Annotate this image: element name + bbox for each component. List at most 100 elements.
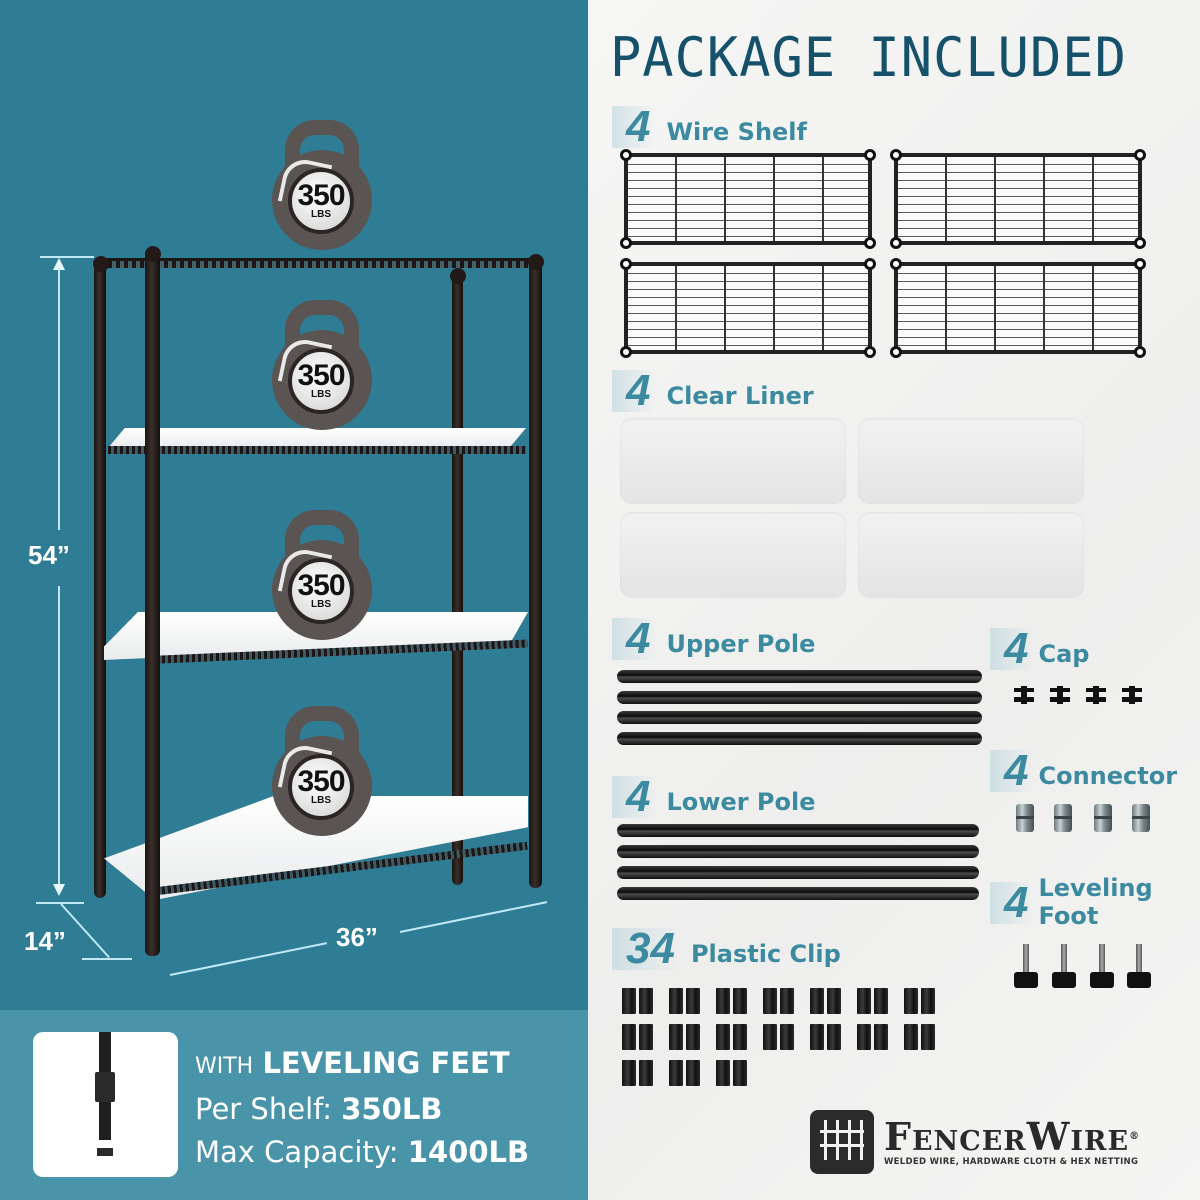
- item-quantity: 4: [612, 369, 657, 413]
- wire-shelf-icon: [620, 258, 876, 358]
- plastic-clip-icon: [857, 1024, 871, 1050]
- plastic-clip-icon: [763, 988, 777, 1014]
- plastic-clip-icon: [780, 1024, 794, 1050]
- plastic-clip-icon: [874, 988, 888, 1014]
- item-label: Connector: [1038, 762, 1178, 790]
- plastic-clip-icon: [669, 988, 683, 1014]
- plastic-clip-icon: [669, 1024, 683, 1050]
- plastic-clip-icon: [763, 1024, 777, 1050]
- shelf-wire-2: [108, 446, 526, 454]
- depth-dim-tick: [82, 958, 132, 960]
- connector-icon: [1094, 804, 1112, 832]
- item-leveling-foot: 4 Leveling Foot: [990, 874, 1168, 932]
- item-wire-shelf: 4 Wire Shelf: [612, 105, 807, 149]
- weight-unit: LBS: [311, 795, 331, 806]
- item-quantity: 4: [990, 749, 1035, 793]
- weight-value: 350: [297, 765, 345, 798]
- feature-per-shelf: Per Shelf: 350LB: [195, 1088, 529, 1131]
- plastic-clip-icon: [669, 1060, 683, 1086]
- plastic-clip-icon: [733, 988, 747, 1014]
- item-upper-pole: 4 Upper Pole: [612, 617, 816, 661]
- plastic-clip-icon: [733, 1024, 747, 1050]
- item-connector: 4 Connector: [990, 749, 1178, 793]
- item-label: Wire Shelf: [666, 118, 807, 146]
- plastic-clip-icon: [857, 988, 871, 1014]
- leveling-foot-icon: [1127, 944, 1151, 990]
- arrow-down-icon: [53, 884, 65, 896]
- plastic-clip-icon: [622, 1060, 636, 1086]
- lower-pole-icon: [617, 866, 979, 879]
- plastic-clip-icon: [686, 1060, 700, 1086]
- item-cap: 4 Cap: [990, 627, 1089, 671]
- clear-liner-icon: [858, 418, 1084, 504]
- plastic-clip-icon: [716, 1024, 730, 1050]
- plastic-clip-icon: [716, 1060, 730, 1086]
- height-dim-line: [58, 586, 60, 886]
- clear-liner-icon: [620, 512, 846, 598]
- plastic-clip-icon: [639, 988, 653, 1014]
- feature-list: WITH LEVELING FEET Per Shelf: 350LB Max …: [195, 1042, 529, 1174]
- connector-icon: [1016, 804, 1034, 832]
- weight-value: 350: [297, 359, 345, 392]
- plastic-clip-icon: [639, 1024, 653, 1050]
- lower-pole-icon: [617, 887, 979, 900]
- top-wire-shelf: [100, 258, 540, 268]
- plastic-clip-icon: [686, 988, 700, 1014]
- lower-pole-icon: [617, 824, 979, 837]
- item-quantity: 34: [612, 927, 681, 971]
- height-dim-line: [58, 268, 60, 530]
- width-dim-line: [399, 901, 548, 933]
- wire-shelf-icon: [890, 258, 1146, 358]
- leveling-foot-icon: [1052, 944, 1076, 990]
- height-dim-bottom-tick: [36, 902, 84, 904]
- per-shelf-value: 350LB: [341, 1092, 443, 1126]
- wire-shelf-icon: [620, 149, 876, 249]
- leveling-foot-icon: [1014, 944, 1038, 990]
- plastic-clip-icon: [921, 988, 935, 1014]
- feature-max-capacity: Max Capacity: 1400LB: [195, 1131, 529, 1174]
- pole-cap: [528, 254, 544, 270]
- plastic-clip-icon: [716, 988, 730, 1014]
- item-label: Lower Pole: [666, 788, 816, 816]
- max-capacity-value: 1400LB: [407, 1135, 530, 1169]
- upper-pole-icon: [617, 711, 982, 724]
- pole-front-left: [145, 248, 160, 956]
- upper-pole-icon: [617, 691, 982, 704]
- item-clear-liner: 4 Clear Liner: [612, 369, 814, 413]
- item-label: Upper Pole: [666, 630, 816, 658]
- weight-unit: LBS: [311, 209, 331, 220]
- item-label: Clear Liner: [666, 382, 814, 410]
- depth-dim-line: [60, 903, 110, 959]
- plastic-clip-icon: [810, 1024, 824, 1050]
- per-shelf-label: Per Shelf:: [195, 1092, 333, 1126]
- connector-icon: [1054, 804, 1072, 832]
- weight-unit: LBS: [311, 389, 331, 400]
- cap-icon: [1014, 686, 1034, 704]
- clear-liner-icon: [858, 512, 1084, 598]
- item-quantity: 4: [612, 775, 657, 819]
- feature-leveling-feet: WITH LEVELING FEET: [195, 1042, 529, 1088]
- plastic-clip-icon: [921, 1024, 935, 1050]
- height-dimension-label: 54”: [28, 540, 70, 570]
- plastic-clip-icon: [622, 1024, 636, 1050]
- shelf-liner-2: [108, 428, 526, 448]
- pole-front-right: [529, 256, 542, 888]
- max-capacity-label: Max Capacity:: [195, 1135, 399, 1169]
- registered-mark: ®: [1129, 1131, 1141, 1142]
- leveling-foot-icon: [33, 1032, 178, 1177]
- plastic-clip-icon: [733, 1060, 747, 1086]
- connector-icon: [1132, 804, 1150, 832]
- plastic-clip-icon: [827, 1024, 841, 1050]
- plastic-clip-icon: [904, 988, 918, 1014]
- plastic-clip-icon: [780, 988, 794, 1014]
- cap-icon: [1050, 686, 1070, 704]
- weight-value: 350: [297, 569, 345, 602]
- clear-liner-icon: [620, 418, 846, 504]
- pole-back-left: [94, 258, 106, 898]
- upper-pole-icon: [617, 732, 982, 745]
